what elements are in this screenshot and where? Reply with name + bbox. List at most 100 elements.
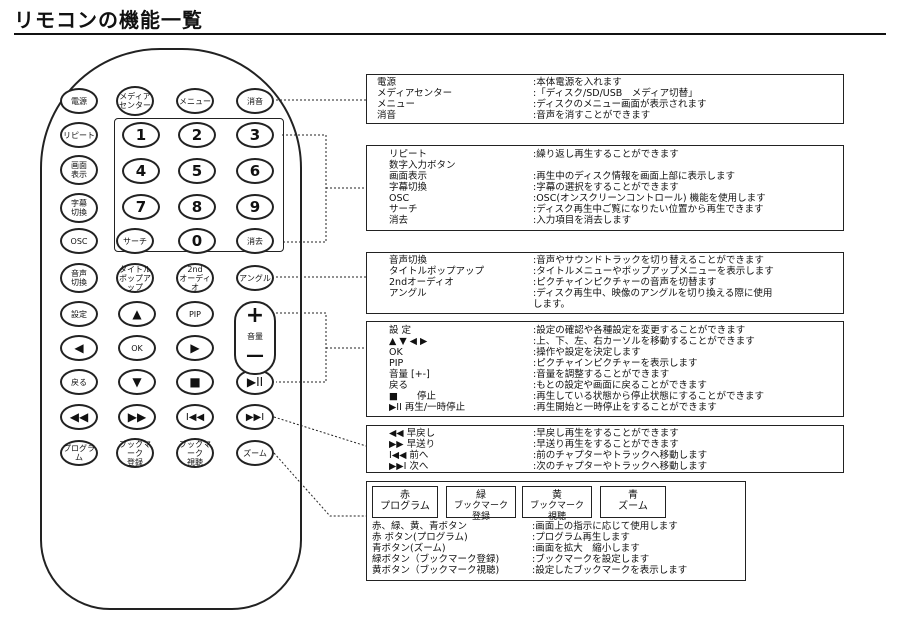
setup-button[interactable]: 設定 <box>60 301 98 327</box>
left-arrow-button[interactable]: ◀ <box>60 335 98 361</box>
box-label: ▶II 再生/一時停止 <box>389 402 466 413</box>
color-name: 赤 <box>400 490 410 501</box>
remote-control-outline <box>40 48 302 610</box>
fast-forward-button[interactable]: ▶▶ <box>118 404 156 430</box>
right-arrow-button[interactable]: ▶ <box>176 335 214 361</box>
box-label: 緑ボタン（ブックマーク登録) <box>372 554 500 565</box>
audio-switch-button[interactable]: 音声 切換 <box>60 263 98 293</box>
box-label: 消去 <box>389 215 409 226</box>
program-button[interactable]: プログラム <box>60 440 98 466</box>
color-box-green: 緑 ブックマーク 登録 <box>446 486 516 522</box>
title-popup-button[interactable]: タイトル ポップアップ <box>116 263 154 293</box>
screen-display-button[interactable]: 画面 表示 <box>60 155 98 185</box>
number-4-button[interactable]: 4 <box>122 158 160 184</box>
box-label: ▶▶ 早送り <box>389 439 436 450</box>
box-description: :音声を消すことができます <box>533 110 651 121</box>
zoom-button[interactable]: ズーム <box>236 440 274 466</box>
box-label: 音声切換 <box>389 255 428 266</box>
box-label: 電源 <box>377 77 397 88</box>
number-8-button[interactable]: 8 <box>178 194 216 220</box>
subtitle-button[interactable]: 字幕 切換 <box>60 193 98 223</box>
callout-box-audio: 音声切換 :音声やサウンドトラックを切り替えることができます タイトルポップアッ… <box>366 252 844 314</box>
down-arrow-button[interactable]: ▼ <box>118 369 156 395</box>
box-description: :音声やサウンドトラックを切り替えることができます <box>533 255 764 266</box>
search-button[interactable]: サーチ <box>116 228 154 254</box>
next-track-button[interactable]: ▶▶I <box>236 404 274 430</box>
number-3-button[interactable]: 3 <box>236 122 274 148</box>
bookmark-register-button[interactable]: ブックマーク 登録 <box>116 438 154 468</box>
box-description: :早送り再生をすることができます <box>533 439 679 450</box>
color-function: ブックマーク 登録 <box>453 501 508 522</box>
number-1-button[interactable]: 1 <box>122 122 160 148</box>
color-box-blue: 青 ズーム <box>600 486 666 518</box>
box-description: :タイトルメニューやポップアップメニューを表示します <box>533 266 774 277</box>
box-label: ▲ ▼ ◀ ▶ <box>389 336 428 347</box>
number-7-button[interactable]: 7 <box>122 194 160 220</box>
color-button-descriptions: 赤、緑、黄、青ボタン :画面上の指示に応じて使用します 赤 ボタン(プログラム)… <box>366 521 746 581</box>
pip-button[interactable]: PIP <box>176 301 214 327</box>
number-5-button[interactable]: 5 <box>178 158 216 184</box>
box-description: :次のチャプターやトラックへ移動します <box>533 461 708 472</box>
box-description: :ブックマークを設定します <box>532 554 650 565</box>
volume-label: 音量 <box>247 332 263 341</box>
box-description: :ディスクのメニュー画面が表示されます <box>533 99 707 110</box>
box-description: :プログラム再生します <box>532 532 630 543</box>
up-arrow-button[interactable]: ▲ <box>118 301 156 327</box>
volume-up-button[interactable]: + <box>245 303 265 328</box>
callout-box-numeric: リピート :繰り返し再生することができます 数字入力ボタン 画面表示 :再生中の… <box>366 145 844 231</box>
box-description: :ディスク再生中ご覧になりたい位置から再生できます <box>533 204 764 215</box>
volume-down-button[interactable]: — <box>246 345 264 366</box>
box-label: メディアセンター <box>377 88 453 99</box>
box-description: :音量を調整することができます <box>533 369 670 380</box>
back-button[interactable]: 戻る <box>60 369 98 395</box>
box-label: 音量 [+-] <box>389 369 430 380</box>
box-description: :繰り返し再生することができます <box>533 149 679 160</box>
number-6-button[interactable]: 6 <box>236 158 274 184</box>
box-label: PIP <box>389 358 404 369</box>
volume-rocker: + 音量 — <box>234 301 276 375</box>
box-label: OSC <box>389 193 410 204</box>
box-description: :画面を拡大 縮小します <box>532 543 640 554</box>
box-label: 画面表示 <box>389 171 428 182</box>
box-description: :ピクチャインピクチャーの音声を切替ます <box>533 277 717 288</box>
number-9-button[interactable]: 9 <box>236 194 274 220</box>
second-audio-button[interactable]: 2nd オーディオ <box>176 263 214 293</box>
power-button[interactable]: 電源 <box>60 88 98 114</box>
callout-box-basic: 電源 :本体電源を入れます メディアセンター :「ディスク/SD/USB メディ… <box>366 74 844 124</box>
color-function: プログラム <box>380 501 430 512</box>
box-description: :ディスク再生中、映像のアングルを切り換える際に使用 <box>533 288 773 299</box>
repeat-button[interactable]: リピート <box>60 122 98 148</box>
ok-button[interactable]: OK <box>118 335 156 361</box>
box-label: ■ 停止 <box>389 391 436 402</box>
title-divider <box>14 33 886 35</box>
number-0-button[interactable]: 0 <box>178 228 216 254</box>
color-name: 青 <box>628 490 638 501</box>
box-label: 黄ボタン（ブックマーク視聴) <box>372 565 500 576</box>
rewind-button[interactable]: ◀◀ <box>60 404 98 430</box>
osc-button[interactable]: OSC <box>60 228 98 254</box>
color-function: ズーム <box>618 501 648 512</box>
clear-button[interactable]: 消去 <box>236 228 274 254</box>
box-label: 赤 ボタン(プログラム) <box>372 532 468 543</box>
box-description: :ピクチャインピクチャーを表示します <box>533 358 698 369</box>
bookmark-view-button[interactable]: ブックマーク 視聴 <box>176 438 214 468</box>
box-label: ▶▶I 次へ <box>389 461 429 472</box>
number-2-button[interactable]: 2 <box>178 122 216 148</box>
previous-track-button[interactable]: I◀◀ <box>176 404 214 430</box>
box-description: :再生開始と一時停止をすることができます <box>533 402 717 413</box>
box-description: :OSC(オンスクリーンコントロール) 機能を使用します <box>533 193 766 204</box>
angle-button[interactable]: アングル <box>236 265 274 291</box>
mute-button[interactable]: 消音 <box>236 88 274 114</box>
box-label: 数字入力ボタン <box>389 160 456 171</box>
box-description: :設定の確認や各種設定を変更することができます <box>533 325 746 336</box>
box-label: メニュー <box>377 99 416 110</box>
box-label: 赤、緑、黄、青ボタン <box>372 521 468 532</box>
box-description: :再生している状態から停止状態にすることができます <box>533 391 765 402</box>
color-function: ブックマーク 視聴 <box>529 501 584 522</box>
media-center-button[interactable]: メディア センター <box>116 86 154 116</box>
color-name: 緑 <box>476 490 486 501</box>
stop-button[interactable]: ■ <box>176 369 214 395</box>
box-label: 字幕切換 <box>389 182 428 193</box>
menu-button[interactable]: メニュー <box>176 88 214 114</box>
